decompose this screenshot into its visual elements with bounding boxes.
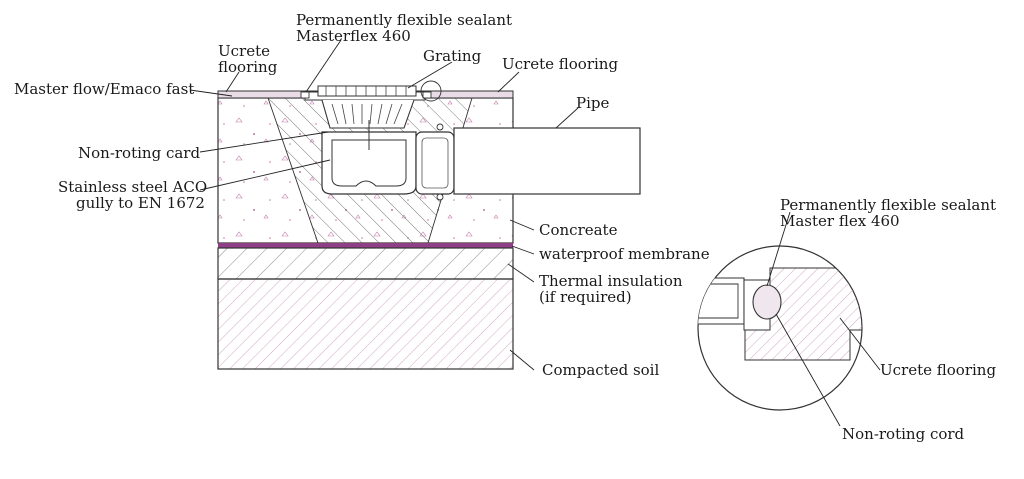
label-sealant-line1: Permanently flexible sealant [296,11,512,29]
label-grating: Grating [423,47,482,65]
label-detail-cord: Non-roting cord [842,425,965,443]
grating-icon [317,85,417,97]
labels: Permanently flexible sealant Masterflex … [14,11,996,443]
detail-view [697,245,863,411]
label-non-roting-card: Non-roting card [78,144,200,162]
section-view [217,80,641,370]
label-concreate: Concreate [539,221,618,239]
compacted-soil-layer [217,278,514,370]
pipe [415,123,641,201]
label-ucrete-top-right: Ucrete flooring [502,55,618,73]
leader-lines [189,39,881,427]
label-ucrete-left-line2: flooring [218,58,278,76]
grating-slots [325,86,407,96]
label-ucrete-left-line1: Ucrete [218,42,270,60]
label-gully-line2: gully to EN 1672 [76,194,205,212]
thermal-insulation-layer [217,247,514,280]
label-gully-line1: Stainless steel ACO [58,178,207,196]
label-membrane: waterproof membrane [539,245,710,263]
label-detail-sealant-line2: Master flex 460 [780,212,900,230]
label-insulation-line1: Thermal insulation [539,272,683,290]
label-pipe: Pipe [576,94,609,112]
waterproof-membrane [218,243,513,248]
label-detail-ucrete: Ucrete flooring [880,361,996,379]
label-compacted-soil: Compacted soil [542,361,659,379]
aco-gully [300,85,432,195]
detail-callout-marker [420,80,442,102]
label-master-flow: Master flow/Emaco fast [14,80,194,98]
cord-icon [752,284,782,320]
label-detail-sealant-line1: Permanently flexible sealant [780,196,996,214]
label-insulation-line2: (if required) [539,288,632,306]
label-sealant-line2: Masterflex 460 [296,27,411,45]
